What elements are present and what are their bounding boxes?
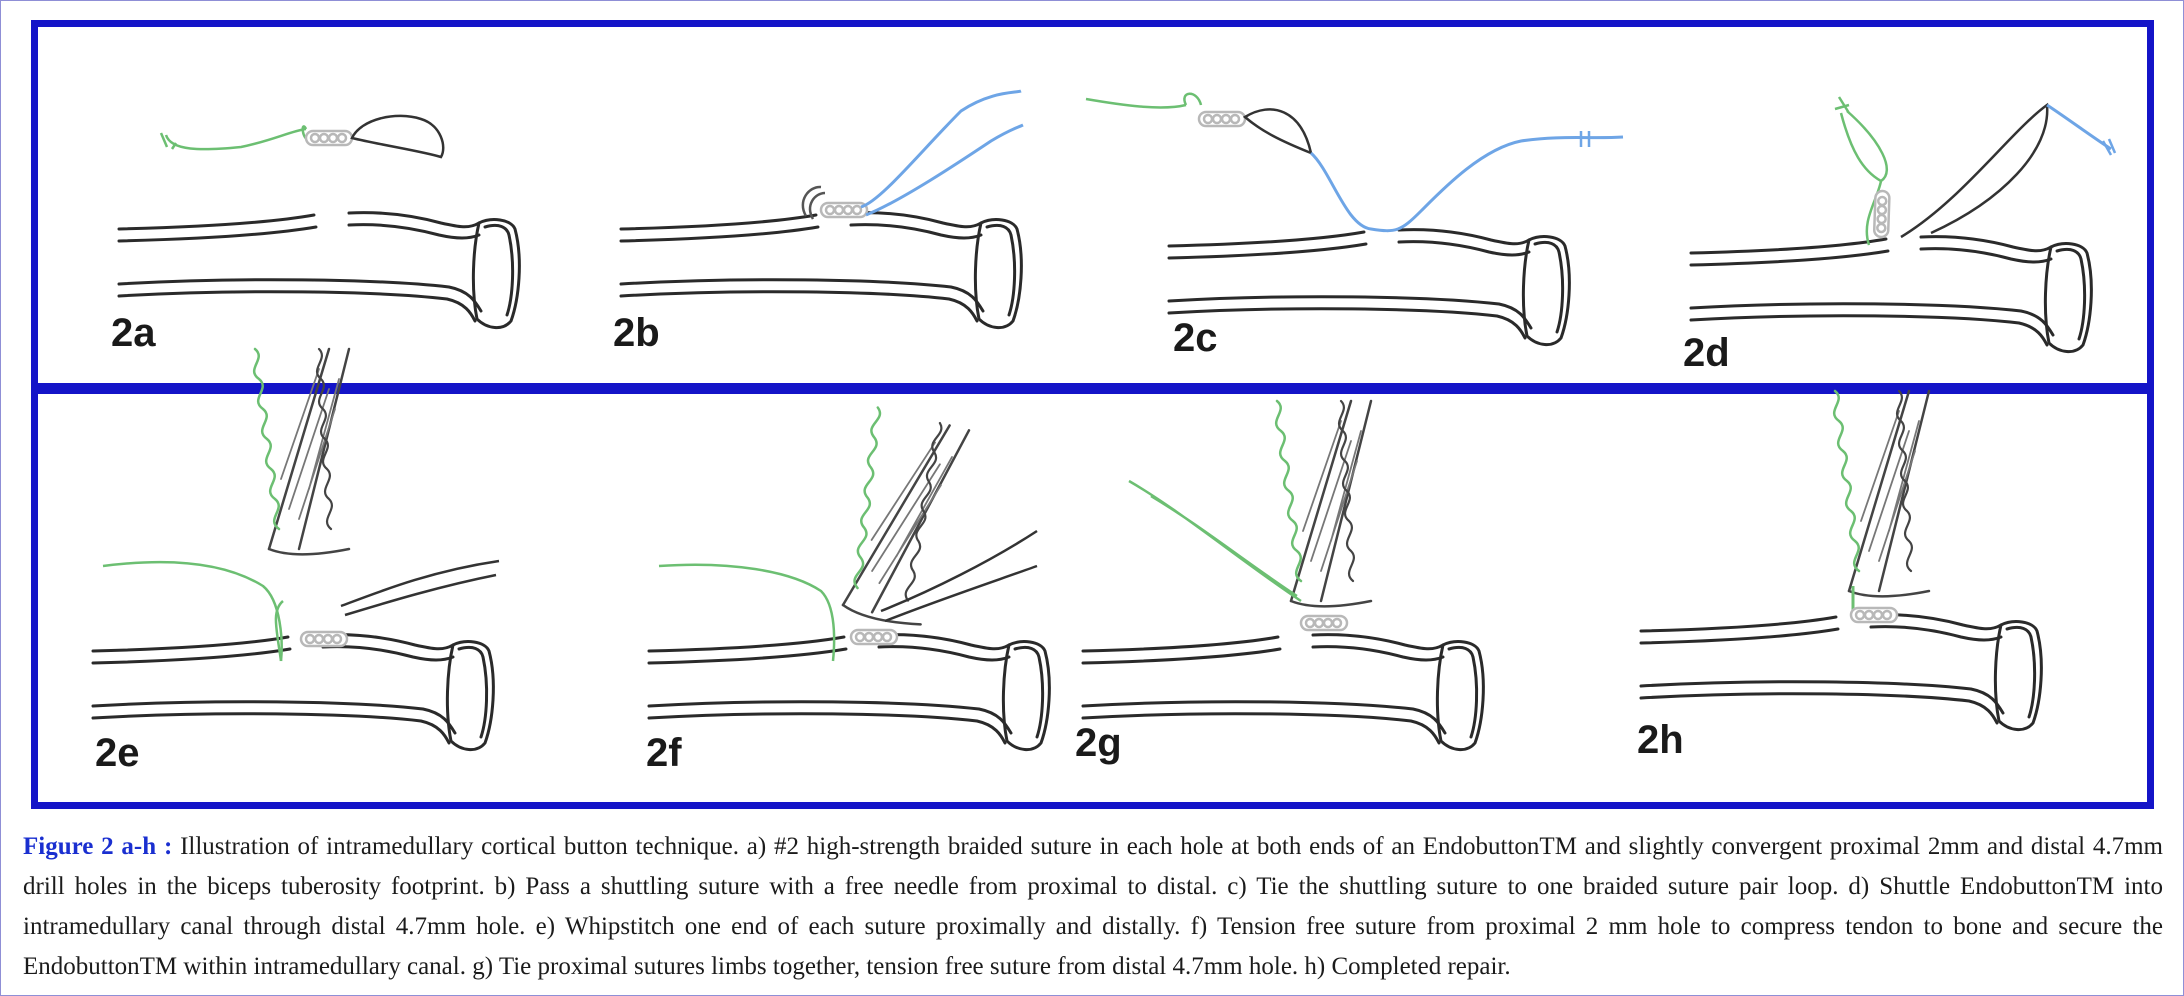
panel-label-2g: 2g <box>1075 721 1122 765</box>
panel-2b: 2b <box>613 91 1023 355</box>
figure-illustration: 2a 2b 2c <box>1 1 2184 821</box>
panel-label-2f: 2f <box>646 731 682 775</box>
figure-caption-lead: Figure 2 a-h : <box>23 833 172 860</box>
panel-2d: 2d <box>1683 97 2115 375</box>
figure-caption: Figure 2 a-h : Illustration of intramedu… <box>23 827 2163 987</box>
panel-2g: 2g <box>1075 401 1483 765</box>
panel-label-2b: 2b <box>613 311 660 355</box>
panel-label-2d: 2d <box>1683 331 1730 375</box>
panel-label-2e: 2e <box>95 731 140 775</box>
panel-2e: 2e <box>93 349 499 775</box>
panel-2c: 2c <box>1086 94 1623 360</box>
panel-label-2h: 2h <box>1637 718 1684 762</box>
figure-caption-text: Illustration of intramedullary cortical … <box>23 833 2163 980</box>
panel-2a: 2a <box>111 116 519 355</box>
panel-label-2a: 2a <box>111 311 156 355</box>
panel-2f: 2f <box>646 407 1049 775</box>
panel-label-2c: 2c <box>1173 316 1218 360</box>
panel-2h: 2h <box>1637 391 2041 762</box>
